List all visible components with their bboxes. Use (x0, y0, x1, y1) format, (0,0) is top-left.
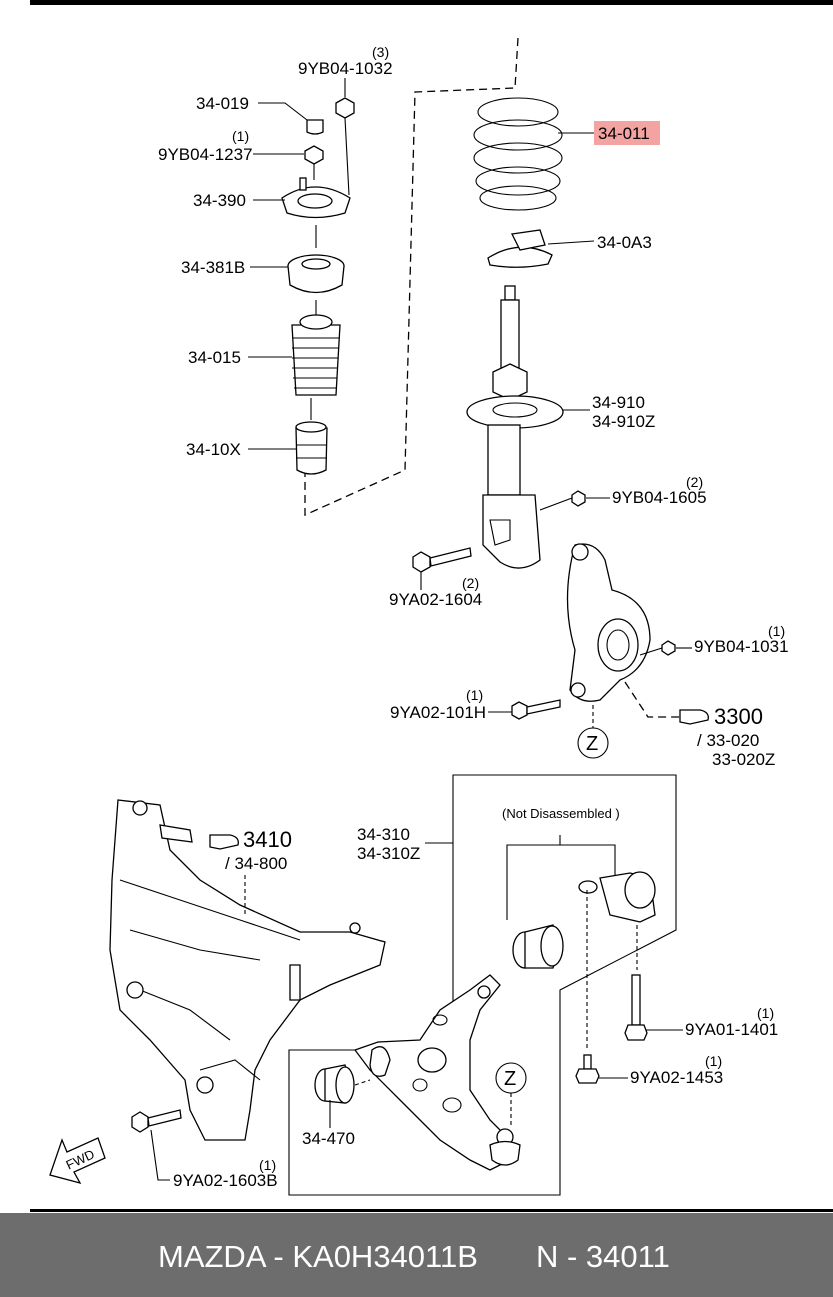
part-34-10x (295, 421, 328, 475)
part-9ya02-1453 (575, 1054, 600, 1084)
ref-33-020z: 33-020Z (712, 750, 775, 769)
label-34-019: 34-019 (196, 94, 249, 113)
footer-part-number: MAZDA - KA0H34011B (158, 1239, 478, 1274)
part-9yb04-1031 (639, 640, 676, 656)
part-9yb04-1237 (304, 145, 324, 180)
ref-34-800: / 34-800 (225, 854, 287, 873)
qty-9yb04-1031: (1) (768, 623, 785, 639)
footer-bar: MAZDA - KA0H34011B N - 34011 (0, 1213, 833, 1297)
ref-33-020: / 33-020 (697, 731, 759, 750)
label-not-disassembled: (Not Disassembled ) (502, 806, 620, 821)
label-34-381b: 34-381B (181, 258, 245, 277)
part-34-310-bushing (512, 871, 656, 969)
label-34-910z: 34-910Z (592, 412, 655, 431)
footer-diagram-number: N - 34011 (536, 1239, 670, 1274)
highlight-box (594, 121, 660, 145)
part-34-011 (473, 97, 563, 211)
z-callout-bottom: Z (504, 1068, 516, 1090)
qty-9ya02-1453: (1) (705, 1053, 722, 1069)
qty-9yb04-1032: (3) (372, 44, 389, 60)
qty-9ya02-1604: (2) (462, 575, 479, 591)
part-34-015 (291, 314, 341, 396)
label-9yb04-1032: 9YB04-1032 (298, 59, 393, 78)
label-9ya02-1604: 9YA02-1604 (389, 590, 482, 609)
qty-9yb04-1605: (2) (686, 474, 703, 490)
qty-9ya02-101h: (1) (466, 687, 483, 703)
part-subframe (109, 799, 386, 1141)
fwd-arrow-icon (49, 1137, 106, 1185)
label-34-0a3: 34-0A3 (597, 233, 652, 252)
label-34-310z: 34-310Z (357, 844, 420, 863)
ref-3410: 3410 (243, 827, 292, 852)
label-9ya02-1453: 9YA02-1453 (630, 1068, 723, 1087)
label-9yb04-1237: 9YB04-1237 (158, 145, 253, 164)
qty-9ya01-1401: (1) (757, 1005, 774, 1021)
part-knuckle (566, 543, 651, 702)
label-34-011: 34-011 (598, 124, 650, 143)
part-9yb04-1605 (539, 490, 586, 511)
label-9ya02-1603b: 9YA02-1603B (173, 1171, 278, 1190)
label-34-10x: 34-10X (186, 440, 241, 459)
part-9ya02-1603b (131, 1109, 182, 1133)
z-callout-top: Z (586, 733, 598, 755)
label-34-390: 34-390 (193, 191, 246, 210)
label-34-310: 34-310 (357, 825, 410, 844)
part-34-910 (466, 285, 564, 569)
ref-3300: 3300 (714, 704, 763, 729)
label-34-910: 34-910 (592, 393, 645, 412)
label-9yb04-1031: 9YB04-1031 (694, 637, 789, 656)
part-9yb04-1032 (335, 97, 355, 196)
part-34-470 (314, 1064, 355, 1104)
part-9ya01-1401 (624, 974, 648, 1041)
qty-9ya02-1603b: (1) (259, 1157, 276, 1173)
part-9ya02-1604 (412, 547, 472, 573)
label-34-015: 34-015 (188, 348, 241, 367)
part-34-381b (287, 254, 345, 294)
label-34-470: 34-470 (302, 1129, 355, 1148)
part-lower-arm (353, 974, 521, 1171)
label-9ya02-101h: 9YA02-101H (390, 703, 486, 722)
part-9ya02-101h (511, 699, 561, 720)
part-34-390 (281, 177, 351, 219)
part-34-0a3 (487, 229, 553, 268)
label-9ya01-1401: 9YA01-1401 (685, 1020, 778, 1039)
label-9yb04-1605: 9YB04-1605 (612, 488, 707, 507)
leader-lines (248, 78, 692, 1128)
part-34-019 (306, 119, 324, 135)
qty-9yb04-1237: (1) (232, 128, 249, 144)
